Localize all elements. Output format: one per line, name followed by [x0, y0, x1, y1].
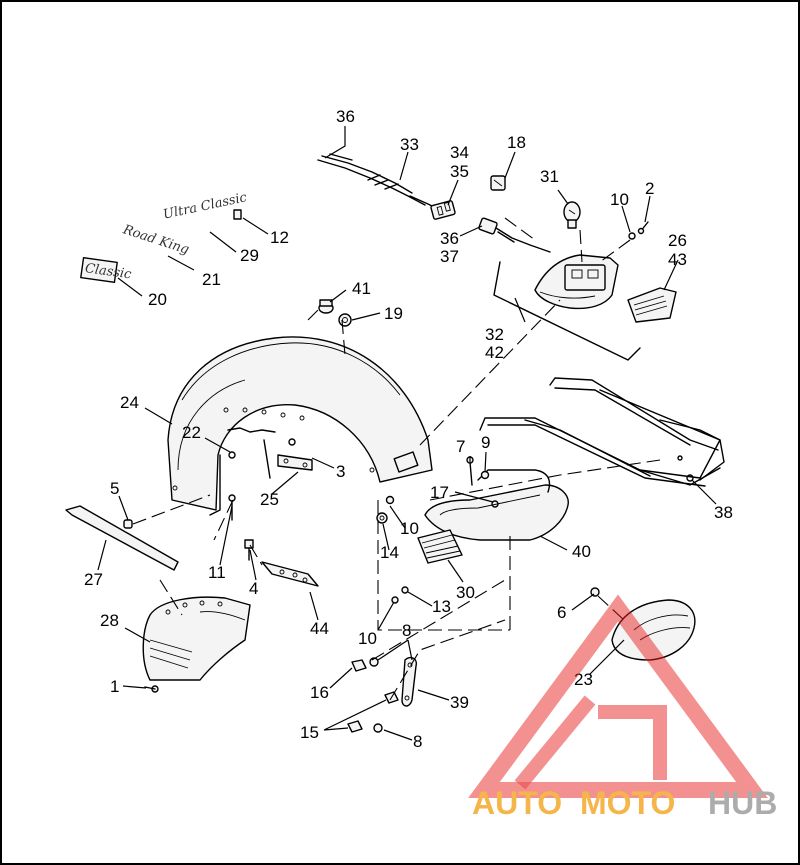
callout-16: 16 — [310, 683, 329, 702]
washer-9 — [480, 470, 490, 480]
callout-40: 40 — [572, 542, 591, 561]
callout-13: 13 — [432, 597, 451, 616]
washer-10-nut-13 — [391, 586, 409, 604]
assembly-lines — [132, 217, 661, 701]
watermark-text-moto: MOTO — [580, 785, 675, 821]
emblem-ultra-classic: Ultra Classic — [162, 190, 249, 223]
callout-10a: 10 — [610, 190, 629, 209]
watermark-inner-mark-icon — [514, 695, 667, 790]
washer-10-and-nut-14 — [376, 495, 395, 524]
luggage-rack — [479, 377, 725, 487]
callout-28: 28 — [100, 611, 119, 630]
emblem-classic: Classic — [80, 257, 133, 283]
light-housing-23 — [611, 599, 696, 661]
callout-32: 32 — [485, 325, 504, 344]
svg-text:Road King: Road King — [120, 222, 191, 258]
callout-22: 22 — [182, 423, 201, 442]
callout-9: 9 — [481, 433, 490, 452]
nut-19 — [338, 313, 352, 327]
callout-36b: 36 — [440, 229, 459, 248]
wiring-harness — [317, 153, 441, 211]
callout-19: 19 — [384, 304, 403, 323]
leader-lines — [97, 126, 717, 741]
callout-11: 11 — [208, 563, 226, 582]
callout-17: 17 — [430, 483, 449, 502]
license-bracket-44 — [261, 561, 319, 587]
callout-15: 15 — [300, 723, 319, 742]
callout-14: 14 — [380, 543, 399, 562]
trim-strip-27 — [65, 505, 179, 571]
grommet-41 — [318, 299, 334, 314]
callout-38: 38 — [714, 503, 733, 522]
svg-text:Classic: Classic — [84, 261, 133, 282]
callout-41: 41 — [352, 279, 371, 298]
callout-24: 24 — [120, 393, 139, 412]
callout-1: 1 — [110, 677, 119, 696]
callout-8a: 8 — [402, 621, 411, 640]
callout-33: 33 — [400, 135, 419, 154]
callout-labels: 36 33 34 35 18 31 10 2 26 43 12 29 21 20… — [84, 107, 733, 751]
callout-2: 2 — [645, 179, 654, 198]
emblem-road-king: Road King — [120, 222, 191, 258]
stud-4 — [244, 539, 254, 561]
callout-26: 26 — [668, 231, 687, 250]
fender-bracket-22 — [209, 427, 296, 516]
callout-36a: 36 — [336, 107, 355, 126]
tail-lamp-lens — [627, 287, 677, 323]
callout-12: 12 — [270, 228, 289, 247]
screw-5 — [123, 519, 133, 529]
nut-washer-15-8 — [347, 691, 399, 733]
callout-3: 3 — [336, 462, 345, 481]
callout-27: 27 — [84, 570, 103, 589]
callout-8b: 8 — [413, 732, 422, 751]
bulb-31 — [563, 201, 581, 229]
bracket-25 — [277, 454, 313, 471]
callout-5: 5 — [110, 479, 119, 498]
backrest-plate-40 — [424, 469, 569, 541]
bulb-socket-18 — [490, 175, 506, 191]
callout-34: 34 — [450, 143, 469, 162]
callout-29: 29 — [240, 246, 259, 265]
callout-20: 20 — [148, 290, 167, 309]
socket-connector-36-37 — [478, 217, 551, 253]
mudflap-28 — [142, 596, 251, 681]
watermark-text-auto: AUTO — [472, 785, 562, 821]
watermark-text-hub: HUB — [708, 785, 777, 821]
callout-35: 35 — [450, 162, 469, 181]
watermark-triangle-icon — [468, 594, 768, 798]
screw-1 — [144, 685, 159, 693]
callout-4: 4 — [249, 579, 258, 598]
callout-10b: 10 — [400, 519, 419, 538]
callout-18: 18 — [507, 133, 526, 152]
callout-25: 25 — [260, 490, 279, 509]
callout-30: 30 — [456, 583, 475, 602]
tail-lamp-housing — [534, 254, 619, 310]
rear-fender — [167, 336, 433, 511]
callout-21: 21 — [202, 270, 221, 289]
callout-42: 42 — [485, 343, 504, 362]
callout-37: 37 — [440, 247, 459, 266]
reflector-30 — [417, 529, 463, 564]
callout-10c: 10 — [358, 629, 377, 648]
callout-6: 6 — [557, 603, 566, 622]
callout-39: 39 — [450, 693, 469, 712]
nut-16 — [351, 659, 367, 672]
bracket-39 — [401, 656, 418, 707]
callout-7: 7 — [456, 437, 465, 456]
callout-43: 43 — [668, 250, 687, 269]
callout-31: 31 — [540, 167, 559, 186]
connector-34-35 — [430, 200, 456, 220]
screw-2-washer-10 — [628, 221, 649, 240]
callout-44: 44 — [310, 619, 329, 638]
watermark-logo: AUTO MOTO HUB — [468, 594, 777, 821]
callout-23: 23 — [574, 670, 593, 689]
